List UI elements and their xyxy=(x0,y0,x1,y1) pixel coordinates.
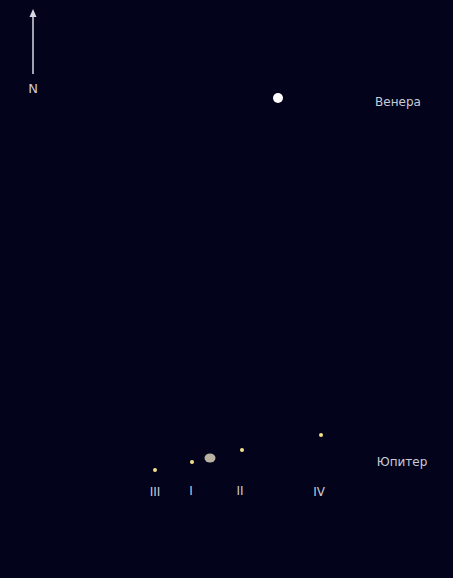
venus-dot xyxy=(273,93,283,103)
moon-label: II xyxy=(236,485,243,497)
moon-dot xyxy=(190,460,194,464)
moon-label: I xyxy=(189,485,193,497)
planet-label: Юпитер xyxy=(377,456,428,468)
moon-label: III xyxy=(150,486,161,498)
moon-label: IV xyxy=(313,486,325,498)
north-arrow xyxy=(32,14,34,74)
moon-dot xyxy=(240,448,244,452)
planet-label: Венера xyxy=(375,96,421,108)
moon-dot xyxy=(319,433,323,437)
north-arrowhead xyxy=(30,9,37,17)
moon-dot xyxy=(153,468,157,472)
north-label: N xyxy=(28,82,38,95)
jupiter-disk xyxy=(205,454,216,463)
